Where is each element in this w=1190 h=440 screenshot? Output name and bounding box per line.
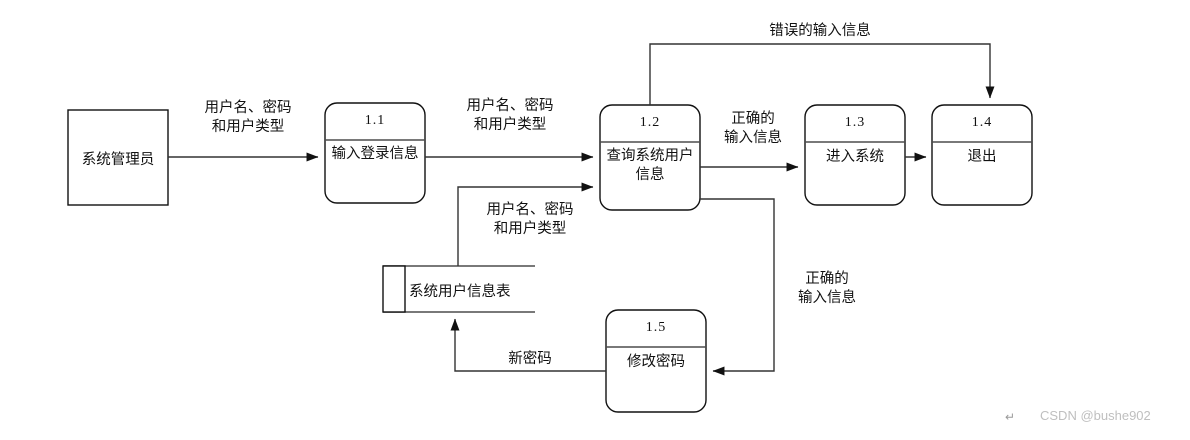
flow-store-to-1-2: [457, 182, 594, 266]
watermark-return-icon: ↵: [1005, 410, 1016, 424]
entity-admin-label: 系统管理员: [81, 152, 155, 168]
process-1-5-shape: [605, 309, 707, 413]
store-d1-label: 系统用户信息表: [409, 284, 511, 300]
process-1-3-label: 进入系统: [826, 149, 884, 165]
flow-label-store-to-1-2: 用户名、密码 和用户类型: [486, 202, 574, 237]
process-1-1-number: 1.1: [364, 113, 386, 128]
flow-label-1-2-to-1-3: 正确的 输入信息: [724, 111, 782, 146]
process-1-4-number: 1.4: [971, 115, 993, 130]
flow-label-1-5-to-store: 新密码: [508, 351, 552, 367]
flow-1-2-to-1-4-error: [649, 43, 995, 105]
flow-label-admin-to-1-1: 用户名、密码 和用户类型: [204, 100, 292, 135]
entity-admin-shape: [67, 109, 169, 206]
process-1-5-label: 修改密码: [627, 354, 685, 370]
process-1-5-number: 1.5: [645, 320, 667, 335]
process-1-3-shape: [804, 104, 906, 206]
flow-label-1-1-to-1-2: 用户名、密码 和用户类型: [466, 98, 554, 133]
process-1-1-shape: [324, 102, 426, 204]
process-1-4-label: 退出: [967, 149, 997, 165]
process-1-3-number: 1.3: [844, 115, 866, 130]
flow-1-2-to-1-5: [700, 198, 775, 376]
process-1-2-number: 1.2: [639, 115, 661, 130]
process-1-2-label: 查询系统用户信息: [606, 148, 694, 183]
flow-label-1-2-to-1-5: 正确的 输入信息: [798, 271, 856, 306]
flow-label-1-2-to-1-4-error: 错误的输入信息: [769, 23, 871, 39]
watermark-text: CSDN @bushe902: [1040, 408, 1151, 423]
process-1-4-shape: [931, 104, 1033, 206]
process-1-1-label: 输入登录信息: [331, 146, 419, 162]
store-d1-cap: [382, 265, 406, 313]
flow-1-5-to-store: [450, 318, 606, 372]
